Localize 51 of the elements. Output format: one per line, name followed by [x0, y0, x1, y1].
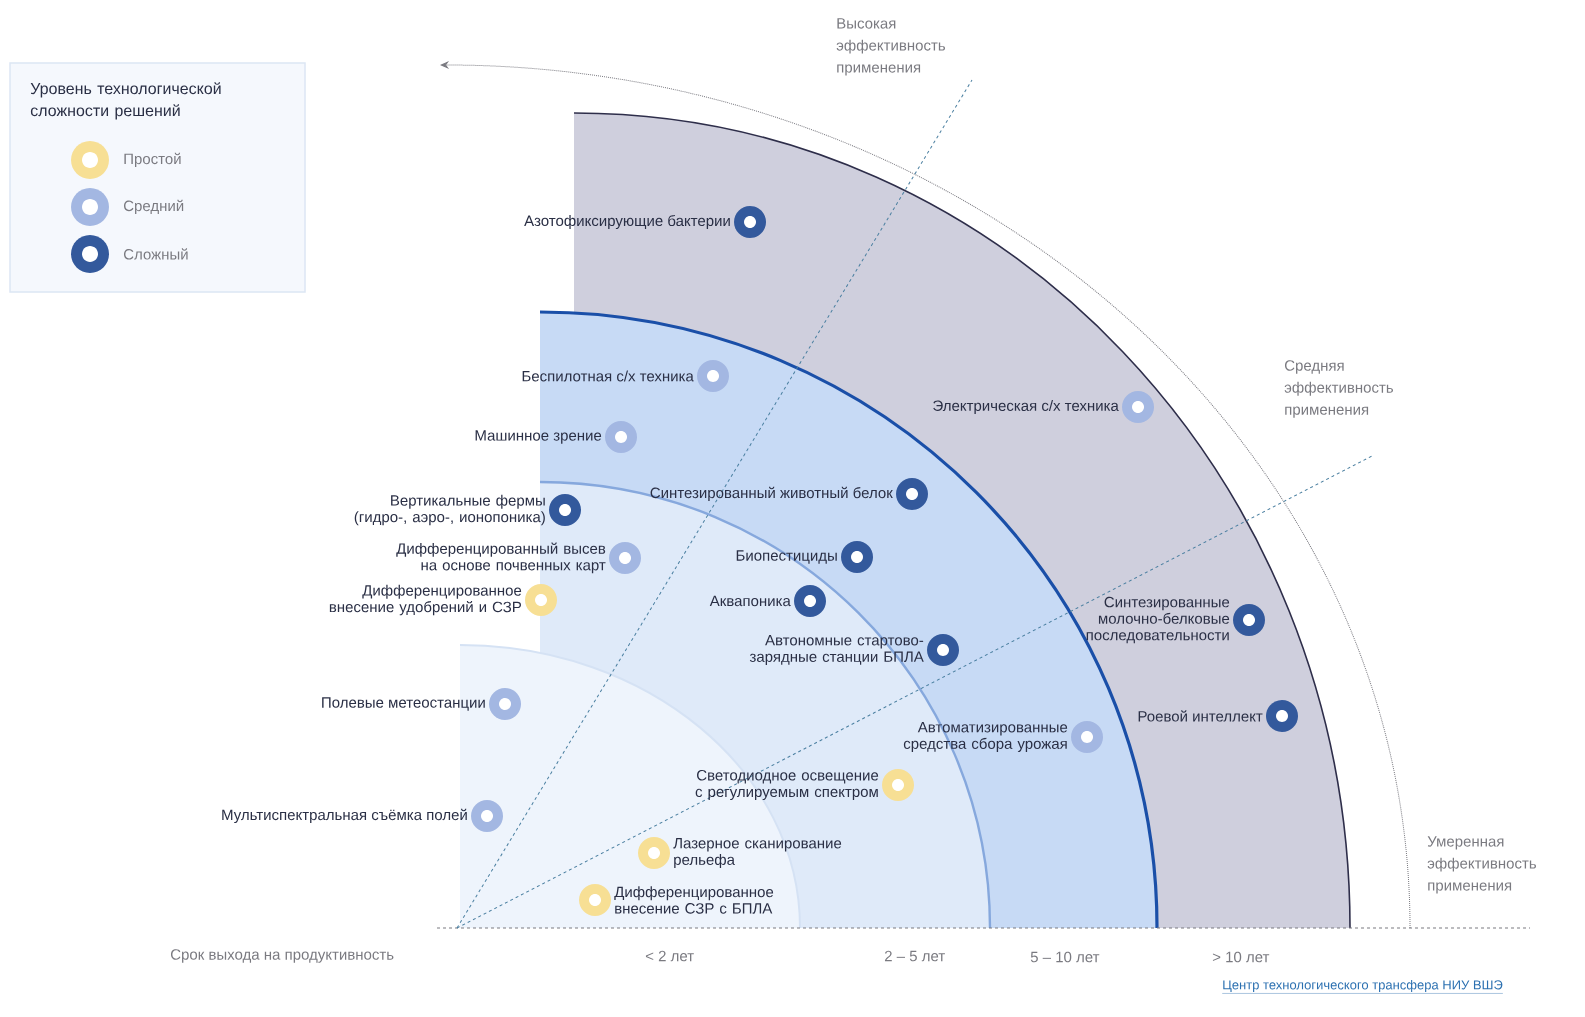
axis-label: Высокая эффективность применения [836, 18, 946, 76]
item-label: Вертикальные фермы (гидро-, аэро-, ионопоника) [354, 494, 545, 526]
legend-label: Сложный [124, 248, 188, 260]
axis-label: 2 – 5 лет [884, 950, 945, 962]
item-label: Синтезированные молочно-белковые последовательности [1086, 596, 1230, 644]
item-label: Роевой интеллект [1138, 710, 1263, 722]
ring-marker [1071, 721, 1103, 753]
item-label: Автономные стартово-зарядные станции БПЛА [749, 635, 924, 665]
ring-marker [609, 542, 641, 574]
item-label: Дифференцированное внесение СЗР с БПЛА [614, 886, 774, 914]
legend-title: Уровень технологической сложности решений [30, 82, 221, 120]
ring-marker [794, 585, 826, 617]
ring-marker [525, 584, 557, 616]
ring-marker [549, 494, 581, 526]
item-label: Дифференцированное внесение удобрений и СЗР [329, 584, 522, 616]
ring-marker [471, 800, 503, 832]
item-label: Биопестициды [736, 550, 837, 564]
ring-marker [579, 884, 611, 916]
item-label: Полевые метеостанции [322, 697, 485, 711]
ring-marker [1266, 700, 1298, 732]
legend-label: Средний [124, 199, 184, 215]
ring-marker [896, 478, 928, 510]
ring-marker [882, 769, 914, 801]
ring-marker [697, 360, 729, 392]
item-label: Дифференцированный высев на основе почвенных карт [396, 542, 606, 574]
axis-label: 5 – 10 лет [1030, 951, 1100, 963]
item-label: Аквапоника [709, 595, 791, 607]
ring-marker [927, 634, 959, 666]
item-label: Азотофиксирующие бактерии [524, 214, 730, 230]
axis-label: < 2 лет [645, 950, 694, 962]
item-label: Электрическая с/х техника [933, 400, 1119, 414]
axis-label: Средняя эффективность применения [1284, 360, 1394, 418]
item-label: Мультиспектральная съёмка полей [222, 808, 467, 824]
axis-label: Умеренная эффективность применения [1427, 836, 1537, 894]
item-label: Беспилотная с/х техника [522, 370, 694, 382]
axis-label: Срок выхода на продуктивность [171, 949, 394, 963]
ring-marker [1233, 604, 1265, 636]
source-link: Центр технологического трансфера НИУ ВШЭ [1222, 979, 1504, 994]
ring-marker [638, 837, 670, 869]
item-label: Машинное зрение [475, 430, 602, 444]
ring-marker [734, 206, 766, 238]
item-label: Синтезированный животный белок [650, 486, 893, 502]
item-label: Автоматизированные средства сбора урожая [903, 722, 1068, 752]
item-label: Лазерное сканирование рельефа [673, 838, 842, 868]
ring-marker [841, 541, 873, 573]
ring-marker [489, 688, 521, 720]
legend-label: Простой [124, 152, 181, 168]
axis-label: > 10 лет [1212, 951, 1270, 963]
ring-marker [1122, 391, 1154, 423]
item-label: Светодиодное освещение с регулируемым спектром [695, 769, 879, 800]
ring-marker [605, 421, 637, 453]
